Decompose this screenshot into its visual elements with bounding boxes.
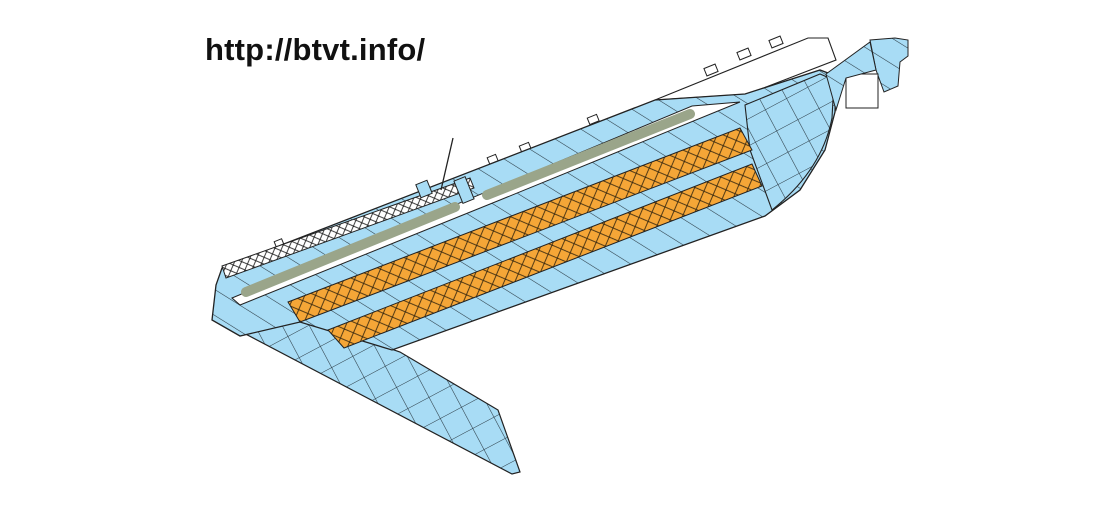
source-url-label: http://btvt.info/ [205, 32, 426, 67]
inner-air-gap [231, 101, 741, 306]
composite-filler-upper [287, 127, 753, 323]
hatch-hinge-block [415, 179, 433, 199]
turret-ring-box [845, 73, 879, 109]
hatch-joint-block [453, 175, 475, 205]
anti-radiation-liner-right [482, 109, 695, 200]
anti-radiation-liner-left [241, 202, 460, 297]
turret-ring-block [869, 37, 909, 93]
composite-filler-lower [327, 163, 763, 349]
nose-armor-block [744, 73, 835, 211]
driver-hatch-mesh [221, 177, 475, 279]
roof-edge-plate [825, 41, 877, 112]
antenna-rod [440, 137, 454, 191]
